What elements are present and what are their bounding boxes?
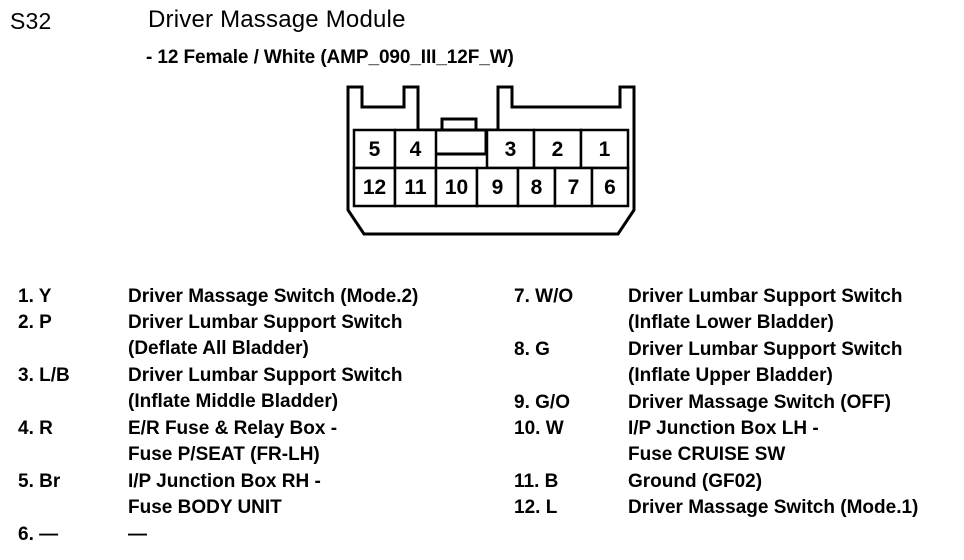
connector-code: S32 <box>10 8 52 34</box>
connector-outline-svg: 5 4 3 2 1 12 11 10 9 8 7 6 <box>346 85 636 236</box>
pin-cell-4 <box>393 128 438 170</box>
pin-label-7: 7. W/O <box>514 286 574 307</box>
pin-cell-7 <box>553 166 594 208</box>
pin-label-12: 12. L <box>514 497 558 518</box>
page-title: Driver Massage Module <box>148 6 406 33</box>
pin-desc-2-line2: (Deflate All Bladder) <box>128 338 309 359</box>
pin-number-11: 11 <box>404 176 427 199</box>
pin-desc-8-line2: (Inflate Upper Bladder) <box>628 365 833 386</box>
pin-label-6: 6. — <box>18 524 59 545</box>
pin-number-8: 8 <box>531 176 543 199</box>
pin-cell-3 <box>485 128 536 170</box>
pin-label-11: 11. B <box>514 471 559 492</box>
pin-desc-11: Ground (GF02) <box>628 471 763 492</box>
pin-label-1: 1. Y <box>18 286 52 307</box>
pin-legend: 1. Y Driver Massage Switch (Mode.2) 2. P… <box>0 278 964 560</box>
pin-label-9: 9. G/O <box>514 392 570 413</box>
center-latch-block <box>430 128 488 156</box>
pin-cell-5 <box>352 128 397 170</box>
pin-number-3: 3 <box>505 138 517 161</box>
pin-desc-4: E/R Fuse & Relay Box - <box>128 418 338 439</box>
pin-cell-6 <box>590 166 630 208</box>
pin-cell-12 <box>352 166 397 208</box>
pin-label-5: 5. Br <box>18 471 61 492</box>
pin-number-7: 7 <box>568 176 580 199</box>
pin-label-8: 8. G <box>514 339 550 360</box>
module-subtitle: - 12 Female / White (AMP_090_III_12F_W) <box>146 47 514 68</box>
pin-desc-8: Driver Lumbar Support Switch <box>628 339 903 360</box>
pin-desc-6: — <box>128 524 147 545</box>
pin-number-5: 5 <box>369 138 381 161</box>
pin-label-4: 4. R <box>18 418 53 439</box>
pin-label-3: 3. L/B <box>18 365 70 386</box>
pin-desc-7: Driver Lumbar Support Switch <box>628 286 903 307</box>
pin-number-2: 2 <box>552 138 564 161</box>
pin-desc-7-line2: (Inflate Lower Bladder) <box>628 312 834 333</box>
pin-number-4: 4 <box>410 138 422 161</box>
pin-desc-10-line2: Fuse CRUISE SW <box>628 444 786 465</box>
pin-desc-5-line2: Fuse BODY UNIT <box>128 497 282 518</box>
pin-number-10: 10 <box>445 176 468 199</box>
pin-desc-10: I/P Junction Box LH - <box>628 418 819 439</box>
pin-cell-10 <box>434 166 479 208</box>
connector-diagram: 5 4 3 2 1 12 11 10 9 8 7 6 <box>330 82 650 254</box>
pin-desc-9: Driver Massage Switch (OFF) <box>628 392 891 413</box>
pin-number-6: 6 <box>604 176 616 199</box>
pin-cell-9 <box>475 166 520 208</box>
pin-number-1: 1 <box>599 138 611 161</box>
pin-desc-5: I/P Junction Box RH - <box>128 471 321 492</box>
pin-number-12: 12 <box>363 176 386 199</box>
pin-cell-11 <box>393 166 438 208</box>
pin-label-10: 10. W <box>514 418 564 439</box>
pin-desc-2: Driver Lumbar Support Switch <box>128 312 403 333</box>
pin-label-2: 2. P <box>18 312 52 333</box>
pin-number-9: 9 <box>492 176 504 199</box>
pin-desc-3-line2: (Inflate Middle Bladder) <box>128 391 339 412</box>
pin-cell-1 <box>579 128 630 170</box>
pin-desc-4-line2: Fuse P/SEAT (FR-LH) <box>128 444 320 465</box>
pin-desc-3: Driver Lumbar Support Switch <box>128 365 403 386</box>
pin-desc-1: Driver Massage Switch (Mode.2) <box>128 286 419 307</box>
pin-desc-12: Driver Massage Switch (Mode.1) <box>628 497 919 518</box>
